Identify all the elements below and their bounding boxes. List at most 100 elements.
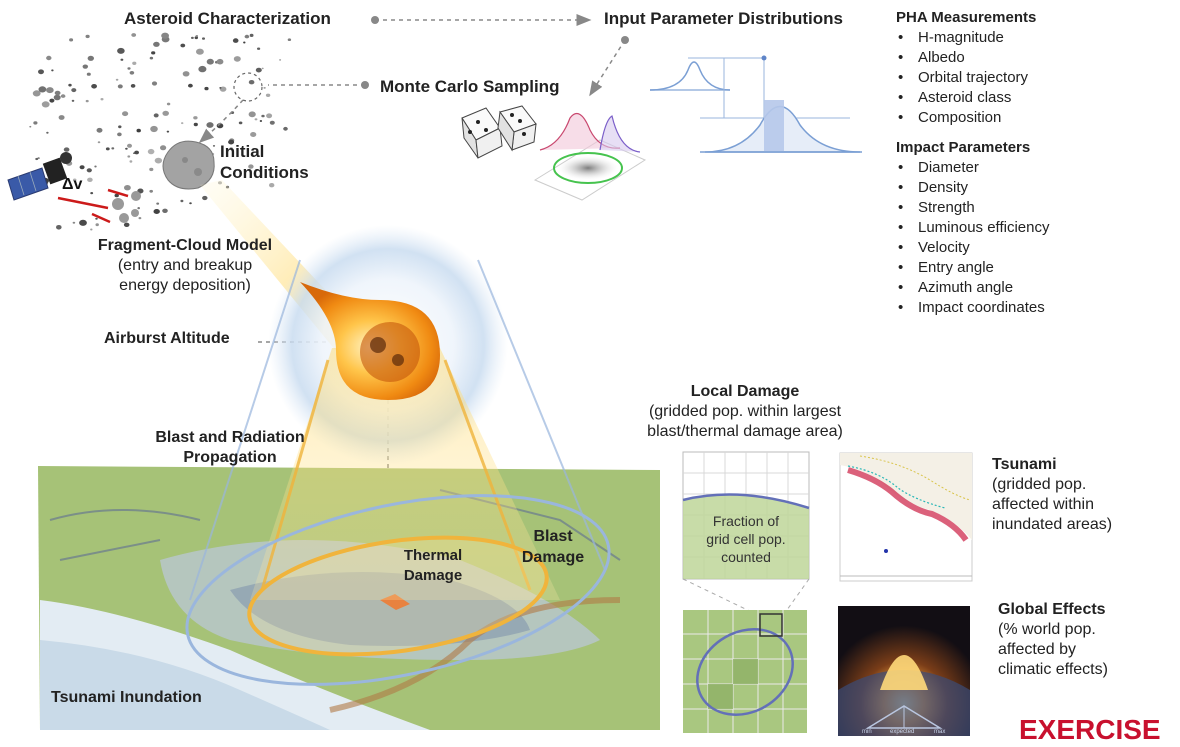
- asteroid-particle: [127, 67, 131, 70]
- asteroid-particle: [87, 55, 95, 61]
- list-item: Diameter: [896, 158, 1166, 178]
- asteroid-particle: [131, 33, 137, 37]
- asteroid-particle: [147, 148, 155, 155]
- asteroid-particle: [120, 58, 124, 61]
- global-effects-image: [838, 606, 970, 736]
- list-item: Albedo: [896, 48, 1166, 68]
- asteroid-particle: [68, 83, 72, 87]
- asteroid-particle: [257, 47, 261, 50]
- asteroid-particle: [124, 185, 131, 191]
- asteroid-particle: [283, 126, 288, 131]
- asteroid-particle: [229, 147, 233, 150]
- asteroid-particle: [69, 38, 74, 42]
- fraction-grid-label: Fraction of grid cell pop. counted: [683, 512, 809, 566]
- asteroid-particle: [38, 69, 44, 75]
- tsunami-subtitle-2: affected within: [992, 496, 1094, 513]
- asteroid-particle: [72, 178, 77, 182]
- asteroid-particle: [279, 59, 282, 61]
- local-damage-title: Local Damage: [690, 383, 800, 400]
- asteroid-particle: [265, 93, 271, 98]
- asteroid-particle: [233, 56, 241, 62]
- delta-v-label: Δv: [62, 176, 83, 193]
- asteroid-particle: [115, 78, 119, 81]
- asteroid-particle: [255, 67, 262, 73]
- list-item: Density: [896, 178, 1166, 198]
- asteroid-particle: [29, 125, 32, 128]
- asteroid-particle: [219, 87, 222, 89]
- asteroid-particle: [153, 113, 159, 118]
- asteroid-particle: [71, 99, 75, 102]
- asteroid-particle: [41, 101, 50, 108]
- asteroid-particle: [96, 127, 103, 133]
- fragments: [112, 191, 141, 223]
- thermal-damage-line-2: Damage: [403, 567, 463, 584]
- asteroid-particle: [189, 202, 192, 205]
- asteroid-particle: [130, 84, 136, 88]
- asteroid-particle: [228, 139, 235, 145]
- tsunami-subtitle-1: (gridded pop.: [992, 476, 1087, 493]
- monte-carlo-sampling-label: Monte Carlo Sampling: [380, 77, 560, 96]
- asteroid-particle: [244, 34, 250, 39]
- asteroid-particle: [85, 34, 90, 39]
- asteroid-particle: [248, 164, 254, 169]
- asteroid-particle: [46, 55, 52, 61]
- asteroid-particle: [232, 38, 239, 43]
- asteroid-particle: [248, 80, 255, 85]
- asteroid-particle: [269, 120, 275, 125]
- global-effects-label: Global Effects (% world pop. affected by…: [998, 600, 1108, 680]
- blast-radiation-line-1: Blast and Radiation: [155, 429, 305, 446]
- asteroid-particle: [100, 98, 104, 101]
- asteroid-particle: [166, 102, 171, 106]
- blast-radiation-label: Blast and Radiation Propagation: [120, 428, 340, 468]
- asteroid-particle: [82, 64, 89, 69]
- asteroid-particle: [180, 43, 186, 48]
- asteroid-particle: [118, 125, 122, 129]
- asteroid-particle: [125, 147, 128, 150]
- asteroid-particle: [193, 116, 198, 120]
- asteroid-particle: [71, 88, 77, 93]
- asteroid-particle: [156, 202, 160, 205]
- asteroid-particle: [86, 72, 91, 76]
- asteroid-particle: [202, 37, 205, 40]
- asteroid-particle: [46, 131, 49, 134]
- asteroid-particle: [38, 86, 47, 93]
- dice-icon: [461, 105, 537, 159]
- pha-measurements-list: H-magnitude Albedo Orbital trajectory As…: [896, 28, 1166, 128]
- asteroid-particle: [87, 177, 93, 182]
- asteroid-particle: [137, 207, 140, 210]
- asteroid-particle: [154, 157, 163, 164]
- joint-distribution-plot: [533, 112, 647, 201]
- asteroid-particle: [32, 90, 41, 97]
- list-item: Impact coordinates: [896, 298, 1166, 318]
- asteroid-particle: [243, 41, 246, 44]
- list-item: Luminous efficiency: [896, 218, 1166, 238]
- tsunami-title: Tsunami: [992, 456, 1057, 473]
- asteroid-particle: [58, 115, 65, 120]
- asteroid-particle: [72, 221, 76, 224]
- fraction-line-2: grid cell pop.: [706, 531, 786, 547]
- pha-measurements-panel: PHA Measurements H-magnitude Albedo Orbi…: [896, 8, 1166, 128]
- list-item: Orbital trajectory: [896, 68, 1166, 88]
- radiation-beam: [250, 348, 560, 600]
- asteroid-particle: [35, 157, 39, 161]
- fireball-icon: [300, 282, 440, 400]
- asteroid-particle: [117, 84, 123, 89]
- asteroid-particle: [162, 208, 168, 213]
- impact-parameters-panel: Impact Parameters Diameter Density Stren…: [896, 138, 1166, 318]
- satellite-icon: [7, 152, 72, 201]
- tsunami-subtitle-3: inundated areas): [992, 516, 1113, 533]
- tsunami-map: [839, 452, 973, 582]
- asteroid-particle: [249, 33, 254, 38]
- asteroid-particle: [149, 167, 154, 172]
- asteroid-particle: [151, 51, 156, 55]
- asteroid-particle: [149, 189, 153, 193]
- asteroid-particle: [117, 132, 122, 137]
- fragment-cloud-subtitle-2: energy deposition): [119, 277, 251, 294]
- asteroid-particle: [198, 65, 207, 73]
- asteroid-particle: [105, 147, 110, 151]
- initial-conditions-line-2: Conditions: [220, 163, 309, 182]
- impact-parameters-list: Diameter Density Strength Luminous effic…: [896, 158, 1166, 318]
- asteroid-particle: [123, 222, 130, 227]
- asteroid-particle: [79, 165, 85, 170]
